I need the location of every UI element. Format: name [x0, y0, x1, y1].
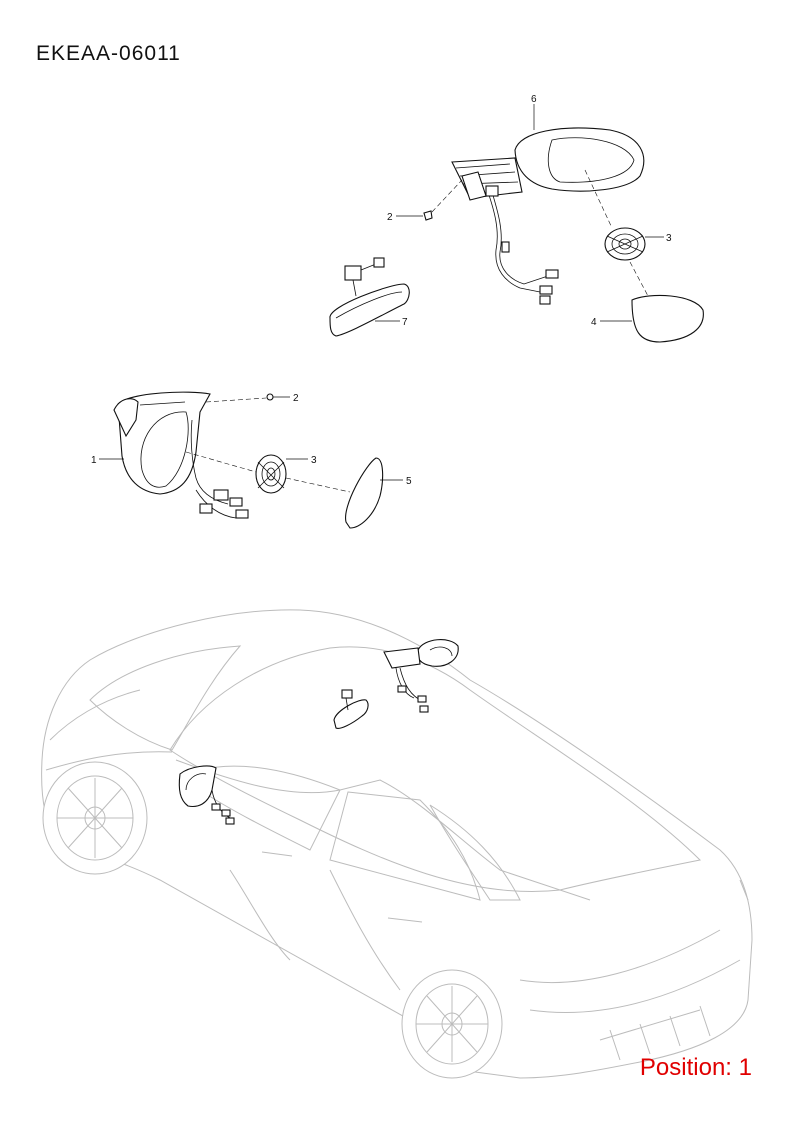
- callout-5: 5: [380, 476, 412, 487]
- svg-text:3: 3: [311, 455, 317, 466]
- svg-text:1: 1: [91, 455, 97, 466]
- position-label: Position: 1: [639, 1054, 752, 1081]
- mirror-glass-part-5: [345, 457, 384, 529]
- mirror-wiring-harness-upper: [485, 185, 559, 305]
- mirror-housing-part-6: [451, 127, 645, 201]
- svg-text:5: 5: [406, 476, 412, 487]
- callout-3-upper: 3: [645, 233, 672, 244]
- svg-text:2: 2: [293, 393, 299, 404]
- screw-part-2-upper: [423, 210, 433, 221]
- svg-text:2: 2: [387, 212, 393, 223]
- svg-text:7: 7: [402, 317, 408, 328]
- callout-3-middle: 3: [286, 455, 317, 466]
- screw-part-2-middle: [266, 393, 274, 401]
- callout-6: 6: [531, 94, 537, 130]
- callout-4: 4: [591, 317, 632, 328]
- callout-2-upper: 2: [387, 212, 423, 223]
- vehicle-outline: [41, 609, 753, 1079]
- mirror-assembly-part-1: [113, 391, 211, 495]
- installed-right-mirror: [383, 639, 459, 713]
- document-code: EKEAA-06011: [36, 42, 181, 65]
- svg-text:6: 6: [531, 94, 537, 105]
- callout-7: 7: [375, 317, 408, 328]
- mirror-actuator-part-3-upper: [604, 227, 646, 261]
- installed-left-mirror: [178, 765, 235, 825]
- callout-1: 1: [91, 455, 124, 466]
- mirror-wiring-harness-middle: [190, 419, 249, 519]
- mirror-actuator-part-3-middle: [255, 454, 287, 494]
- svg-text:4: 4: [591, 317, 597, 328]
- installed-interior-mirror: [333, 689, 369, 729]
- interior-rearview-mirror-part-7: [329, 257, 410, 337]
- mirror-glass-part-4: [631, 294, 704, 343]
- callout-2-middle: 2: [273, 393, 299, 404]
- svg-text:3: 3: [666, 233, 672, 244]
